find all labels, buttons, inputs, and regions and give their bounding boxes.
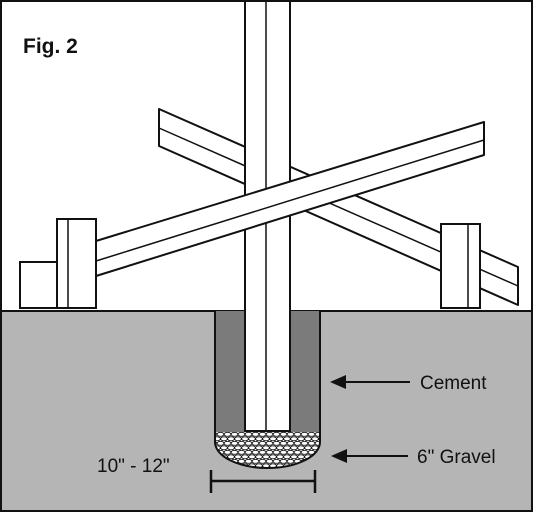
left-stake: [56, 218, 97, 309]
hole-width-label: 10" - 12": [97, 456, 170, 477]
cement-arrowhead-icon: [330, 375, 346, 389]
gravel-label: 6" Gravel: [417, 447, 496, 468]
hole-outline: [214, 311, 321, 469]
right-stake: [440, 223, 481, 309]
cement-label: Cement: [420, 373, 487, 394]
figure-title: Fig. 2: [23, 35, 78, 58]
front-brace: [95, 121, 485, 277]
front-brace-edge: [95, 139, 485, 262]
left-outer-stake: [19, 261, 58, 309]
gravel-arrowhead-icon: [331, 449, 347, 463]
